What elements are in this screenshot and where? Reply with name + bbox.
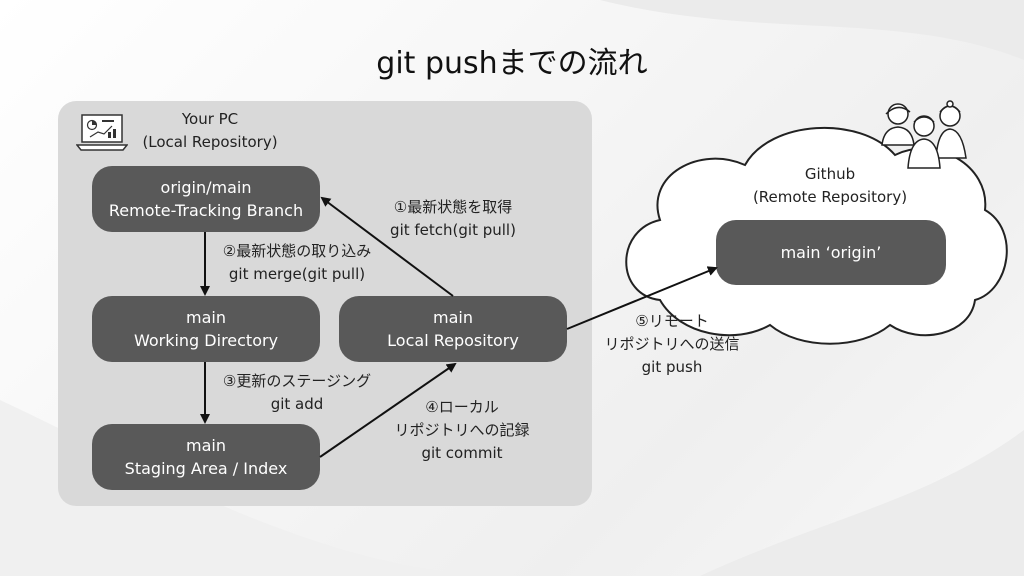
pc-label-line1: Your PC (181, 110, 239, 128)
github-label-line2: (Remote Repository) (752, 188, 908, 206)
step-line: git merge(git pull) (228, 265, 366, 283)
step5-label: ⑤リモート リポジトリへの送信 git push (594, 310, 750, 379)
step-line: git commit (421, 444, 503, 462)
step-line: リポジトリへの記録 (394, 421, 530, 439)
node-line: origin/main (160, 178, 252, 197)
staging-area-node[interactable]: main Staging Area / Index (92, 424, 320, 490)
step-line: ①最新状態を取得 (393, 198, 513, 216)
node-line: Working Directory (133, 331, 279, 350)
step-line: リポジトリへの送信 (604, 335, 740, 353)
step-line: ④ローカル (425, 398, 499, 416)
laptop-chart-icon (76, 114, 128, 151)
step-line: ⑤リモート (635, 312, 709, 330)
people-icon (881, 100, 967, 169)
step-line: ③更新のステージング (222, 372, 372, 390)
arrow-commit (319, 362, 457, 458)
step4-label: ④ローカル リポジトリへの記録 git commit (384, 396, 540, 465)
step1-label: ①最新状態を取得 git fetch(git pull) (378, 196, 528, 242)
node-line: main ‘origin’ (780, 243, 882, 262)
step-line: git fetch(git pull) (390, 221, 516, 239)
step2-label: ②最新状態の取り込み git merge(git pull) (212, 240, 382, 286)
github-label-line1: Github (804, 165, 856, 183)
page-title: git pushまでの流れ (376, 46, 648, 81)
step-line: git add (270, 395, 324, 413)
step3-label: ③更新のステージング git add (212, 370, 382, 416)
node-line: main (186, 436, 226, 455)
origin-main-node[interactable]: origin/main Remote-Tracking Branch (92, 166, 320, 232)
node-line: Staging Area / Index (124, 459, 288, 478)
node-line: main (433, 308, 473, 327)
step-line: git push (641, 358, 703, 376)
arrow-push (566, 266, 718, 330)
remote-origin-node[interactable]: main ‘origin’ (716, 220, 946, 285)
node-line: Remote-Tracking Branch (108, 201, 304, 220)
local-repository-node[interactable]: main Local Repository (339, 296, 567, 362)
pc-label-line2: (Local Repository) (142, 133, 278, 151)
node-line: main (186, 308, 226, 327)
working-directory-node[interactable]: main Working Directory (92, 296, 320, 362)
node-line: Local Repository (387, 331, 519, 350)
pc-label: Your PC (Local Repository) (130, 108, 290, 154)
step-line: ②最新状態の取り込み (222, 242, 372, 260)
arrow-fetch (320, 196, 454, 297)
github-label: Github (Remote Repository) (740, 163, 920, 209)
